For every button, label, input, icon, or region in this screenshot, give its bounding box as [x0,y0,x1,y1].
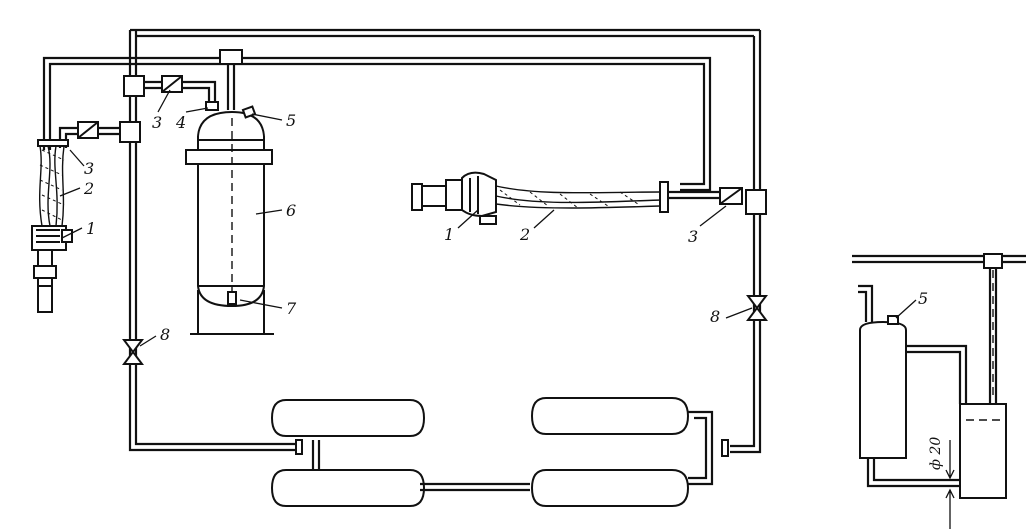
label-1-center: 1 [444,225,454,244]
check-valve-3-right [719,187,767,215]
dimension-label: ф 20 [928,437,944,470]
label-3-upper: 3 [152,113,162,132]
check-valve-3-lower [58,121,99,148]
pipe-couplings [295,439,729,457]
detail-view [852,253,1026,529]
main-pipe-loop [42,28,762,492]
horizontal-receiver-top-left [270,399,426,437]
label-1-left: 1 [86,219,96,238]
horizontal-receiver-top-right [530,397,690,435]
label-8-left: 8 [160,325,170,344]
horizontal-receiver-bottom-left [270,469,426,507]
top-tee-fitting [219,49,243,110]
shutoff-valve-8-right [746,295,768,321]
label-3-right: 3 [688,227,698,246]
left-hose-2 [37,139,69,227]
left-tee-lower [98,121,141,143]
vibrator-unit-1-left [31,225,73,313]
leader-lines [59,89,917,347]
label-2-center: 2 [519,225,530,244]
center-hose-2 [495,181,720,213]
label-2-left: 2 [83,179,94,198]
check-valve-3-upper [161,75,219,111]
label-3-left: 3 [84,159,94,178]
label-5-detail: 5 [918,289,928,308]
label-6: 6 [286,201,296,220]
label-7: 7 [286,299,297,318]
horizontal-receiver-bottom-right [530,469,690,507]
label-4: 4 [175,113,186,132]
label-5-receiver: 5 [286,111,296,130]
left-tee-upper [123,75,162,97]
vibrator-unit-1-center [411,171,497,225]
shutoff-valve-8-left [122,339,144,365]
label-8-right: 8 [710,307,720,326]
part-labels: 1 2 3 3 4 5 6 7 8 1 2 3 8 5 ф 20 [83,111,944,470]
receiver-6 [185,105,274,335]
